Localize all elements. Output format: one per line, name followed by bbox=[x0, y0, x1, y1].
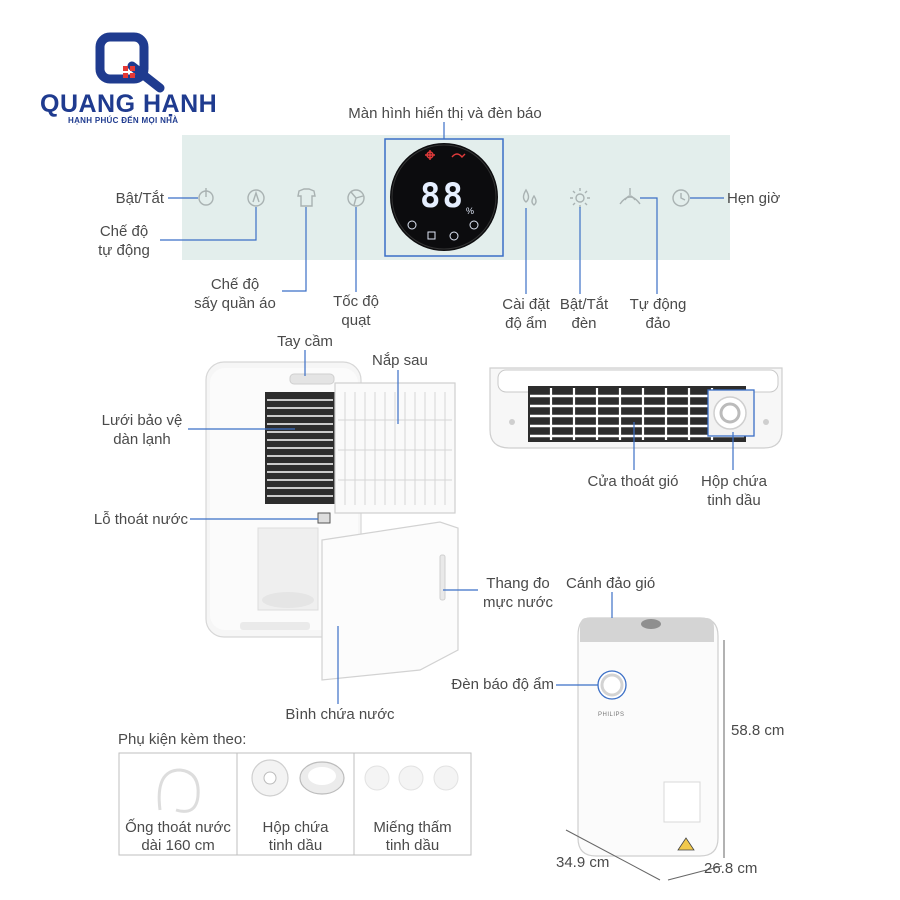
auto-indicator-icon bbox=[407, 220, 417, 230]
grille-label-2: dàn lạnh bbox=[113, 431, 171, 448]
louver-label: Cánh đảo gió bbox=[566, 575, 656, 592]
air-outlet-label: Cửa thoát gió bbox=[587, 473, 679, 490]
display-unit: % bbox=[466, 206, 475, 216]
panel-leader-lines bbox=[160, 122, 724, 294]
shirt-indicator-icon bbox=[427, 231, 436, 240]
dry-mode-label-1: Chế độ bbox=[210, 276, 260, 293]
dry-mode-label-2: sấy quần áo bbox=[194, 295, 276, 312]
water-tank-label: Bình chứa nước bbox=[285, 706, 395, 723]
oil-box-label-2: tinh dầu bbox=[707, 492, 761, 509]
grille-label-1: Lưới bảo vệ bbox=[101, 412, 183, 429]
power-icon bbox=[198, 188, 214, 206]
droplets-icon bbox=[522, 188, 537, 206]
top-view-unit bbox=[489, 367, 783, 449]
logo-slogan: HẠNH PHÚC ĐẾN MỌI NHÀ bbox=[68, 116, 179, 125]
logo-mark bbox=[95, 32, 165, 93]
display-label: Màn hình hiển thị và đèn báo bbox=[348, 105, 542, 122]
front-view-unit bbox=[577, 617, 719, 857]
auto-mode-label-1: Chế độ bbox=[99, 223, 149, 240]
auto-mode-label-2: tự động bbox=[98, 242, 150, 259]
accessory-hose-label-2: dài 160 cm bbox=[141, 837, 215, 854]
swing-label-2: đảo bbox=[645, 315, 671, 332]
water-level-label-1: Thang đo bbox=[486, 575, 550, 592]
swing-icon bbox=[619, 188, 641, 205]
timer-label: Hẹn giờ bbox=[727, 190, 781, 207]
fan-speed-indicator-icon bbox=[449, 231, 459, 241]
accessory-oil-box-label-1: Hộp chứa bbox=[262, 819, 329, 836]
oil-box-icon bbox=[251, 759, 345, 797]
brand-logo: PHILIPS bbox=[598, 712, 625, 718]
auto-mode-icon bbox=[247, 189, 265, 207]
shirt-icon bbox=[297, 188, 316, 207]
handle-label: Tay cầm bbox=[277, 333, 333, 350]
oil-box-label-1: Hộp chứa bbox=[701, 473, 767, 490]
humidity-light-label: Đèn báo độ ẩm bbox=[451, 676, 554, 693]
height-dimension: 58.8 cm bbox=[731, 722, 785, 739]
accessory-oil-box-label-2: tinh dầu bbox=[268, 837, 323, 854]
depth-dimension: 26.8 cm bbox=[704, 860, 758, 877]
fan-speed-label-1: Tốc độ bbox=[333, 293, 379, 310]
light-icon bbox=[570, 188, 590, 208]
absorbent-pad-icon bbox=[364, 765, 459, 791]
power-label: Bật/Tắt bbox=[115, 190, 164, 207]
fan-icon bbox=[347, 189, 365, 207]
fan-indicator-icon bbox=[425, 150, 435, 160]
top-leader-lines bbox=[633, 422, 734, 470]
width-dimension: 34.9 cm bbox=[556, 854, 610, 871]
drain-hose-icon bbox=[157, 768, 200, 813]
water-level-label-2: mực nước bbox=[483, 594, 553, 611]
accessories-table bbox=[118, 752, 472, 856]
accessory-hose-label-1: Ống thoát nước bbox=[125, 819, 231, 836]
humidity-setting-label-2: độ ẩm bbox=[505, 315, 547, 332]
swing-label-1: Tự động bbox=[629, 296, 687, 313]
swing-indicator-icon bbox=[451, 153, 466, 159]
accessory-pad-label-1: Miếng thấm bbox=[373, 819, 452, 836]
accessories-title: Phụ kiện kèm theo: bbox=[118, 731, 247, 748]
back-leader-lines bbox=[188, 350, 478, 704]
back-view-unit bbox=[205, 361, 459, 681]
front-leader-lines bbox=[556, 592, 613, 686]
light-label-2: đèn bbox=[571, 315, 597, 332]
clock-icon bbox=[672, 189, 690, 207]
light-label-1: Bật/Tắt bbox=[559, 296, 609, 313]
timer-indicator-icon bbox=[469, 220, 479, 230]
fan-speed-label-2: quạt bbox=[341, 312, 371, 329]
logo-name: QUANG HẠNH bbox=[40, 90, 218, 118]
drain-hole-label: Lỗ thoát nước bbox=[93, 511, 188, 528]
accessory-pad-label-2: tinh dầu bbox=[385, 837, 440, 854]
dimension-lines bbox=[565, 640, 725, 881]
humidity-setting-label-1: Cài đặt bbox=[502, 296, 550, 313]
back-cover-label: Nắp sau bbox=[372, 352, 428, 369]
display-digits: 88 bbox=[420, 176, 465, 216]
